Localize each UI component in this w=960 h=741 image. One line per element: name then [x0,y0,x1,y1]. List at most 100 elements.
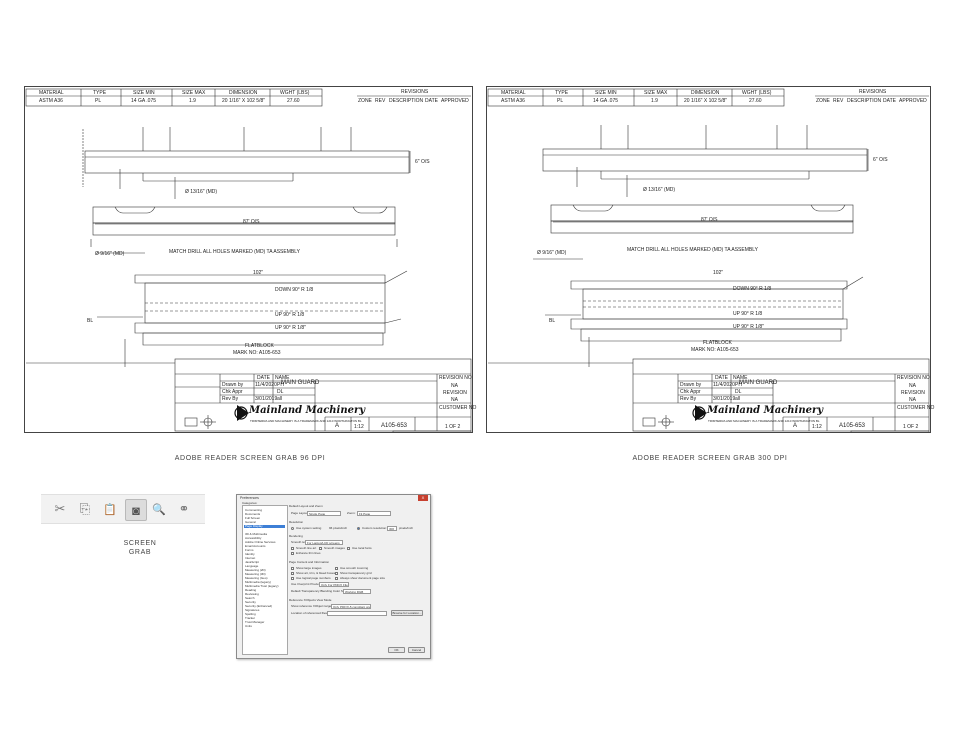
dialog-title: Preferences [240,496,259,500]
close-icon[interactable]: X [418,495,428,501]
custom-res-input[interactable]: 300 [387,526,397,531]
tb-drawing-no: A105-653 [839,423,866,429]
category-item[interactable]: Full Screen [245,516,261,520]
category-item[interactable]: Multimedia (legacy) [245,580,272,584]
use-local-fonts-checkbox[interactable] [347,547,350,550]
show-transparency-checkbox[interactable] [335,572,338,575]
preferences-dialog: Preferences X Categories: Commenting Doc… [236,494,431,659]
rev-col-approved: APPROVED [441,98,469,104]
bl-label: BL [87,318,94,324]
category-item[interactable]: Tracker [245,616,256,620]
tb-row-1-label: Drawn by [680,382,702,388]
category-item[interactable]: Security [245,600,256,604]
smooth-line-checkbox[interactable] [291,547,294,550]
section-default-layout: Default Layout and Zoom [289,504,323,508]
category-item[interactable]: Search [245,596,255,600]
category-item[interactable]: Identity [245,552,255,556]
val-weight: 27.60 [287,98,300,104]
category-item[interactable]: Measuring (3D) [245,572,266,576]
scissors-icon[interactable]: ✂ [54,501,66,516]
rev-col-rev: REV [833,98,844,104]
smooth-text-select[interactable]: For Laptop/LCD screens [305,540,343,545]
hdr-weight: WGHT (LBS) [742,90,772,96]
category-item[interactable]: Reading [245,588,257,592]
magnifier-icon[interactable]: 🔍 [152,503,166,516]
category-item[interactable]: Units [245,624,252,628]
category-item[interactable]: Trust Manager [245,620,265,624]
show-large-checkbox[interactable] [291,567,294,570]
revisions-title: REVISIONS [859,89,887,95]
use-smooth-label: Use smooth zooming [340,566,369,570]
custom-res-radio[interactable] [357,527,360,530]
zoom-label: Zoom: [347,511,356,515]
hdr-size-min: SIZE MIN [595,90,617,96]
binoculars-icon[interactable]: ⚭ [178,501,190,516]
drawing-linework-hi [487,88,930,432]
rev-col-rev: REV [375,98,386,104]
copy-format-icon[interactable]: ⎘ [79,501,91,516]
show-art-checkbox[interactable] [291,572,294,575]
tb-row-3-date: 3/01/2019 [713,396,736,402]
section-resolution: Resolution [289,520,304,524]
category-item[interactable]: Forms [245,548,254,552]
default-transp-select[interactable]: Working RGB [343,589,371,594]
rev-col-date: DATE [425,98,438,104]
enhance-thin-checkbox[interactable] [291,552,294,555]
bend-up-1: UP 90° R 1/8 [733,311,763,317]
hdr-dimension: DIMENSION [229,90,258,96]
category-item[interactable]: Adobe Online Services [245,540,276,544]
hdr-type: TYPE [555,90,569,96]
category-item[interactable]: Measuring (Geo) [245,576,268,580]
cancel-button[interactable]: Cancel [408,647,425,653]
category-item[interactable]: Security (Enhanced) [245,604,273,608]
location-input[interactable] [327,611,387,616]
browse-button[interactable]: Browse for Location... [391,610,423,616]
smooth-images-checkbox[interactable] [319,547,322,550]
tb-size: A [335,423,340,429]
use-smooth-checkbox[interactable] [335,567,338,570]
use-system-label: Use system setting [296,526,322,530]
rb-na-1: NA [909,383,916,389]
use-logical-checkbox[interactable] [291,577,294,580]
use-overprint-select[interactable]: Only For PDF/X Files [319,582,349,587]
page-layout-select[interactable]: Single Page [307,511,341,516]
category-item[interactable]: Language [245,564,259,568]
rb-revno: REVISION NO [897,375,930,381]
category-item[interactable]: JavaScript [245,560,260,564]
revisions-title: REVISIONS [401,89,429,95]
category-item[interactable]: Measuring (2D) [245,568,266,572]
hdr-weight: WGHT (LBS) [280,90,310,96]
clipboard-icon[interactable]: 📋 [103,503,117,516]
category-item[interactable]: Spelling [245,612,256,616]
category-item[interactable]: Internet [245,556,256,560]
show-ref-select[interactable]: Only PDF/X-5 compliant ones [331,604,371,609]
use-system-radio[interactable] [291,527,294,530]
category-item[interactable]: 3D & Multimedia [245,532,268,536]
category-item[interactable]: Documents [245,512,261,516]
section-rendering: Rendering [289,534,303,538]
use-overprint-label: Use Overprint Preview: [291,582,322,586]
smooth-line-label: Smooth line art [296,546,317,550]
tb-name-label: NAME [275,375,290,381]
category-item[interactable]: General [245,520,256,524]
category-item[interactable]: Reviewing [245,592,259,596]
tb-row-3-name: all [735,396,741,402]
category-item[interactable]: Multimedia Trust (legacy) [245,584,279,588]
page-layout-label: Page Layout: [291,511,309,515]
category-item[interactable]: Signatures [245,608,260,612]
tb-row-2-label: Chk Appr [222,389,243,395]
camera-icon[interactable]: ◙ [125,499,147,521]
ok-button[interactable]: OK [388,647,405,653]
rev-col-desc: DESCRIPTION [389,98,424,104]
company-sub: TRIMTERRA AND MACHINERY IS A TRADEMARK A… [250,419,362,423]
category-item[interactable]: Accessibility [245,536,262,540]
category-item[interactable]: Commenting [245,508,263,512]
category-list[interactable]: Commenting Documents Full Screen General… [242,505,288,655]
always-show-checkbox[interactable] [335,577,338,580]
drawing-sheet-300dpi: MATERIAL TYPE SIZE MIN SIZE MAX DIMENSIO… [486,86,934,433]
category-item[interactable]: Email Accounts [245,544,266,548]
mark-no: MARK NO: A105-653 [233,350,281,356]
dim-102: 102" [713,270,724,276]
category-item-selected[interactable]: Page Display [244,525,285,528]
zoom-select[interactable]: Fit Page [357,511,391,516]
